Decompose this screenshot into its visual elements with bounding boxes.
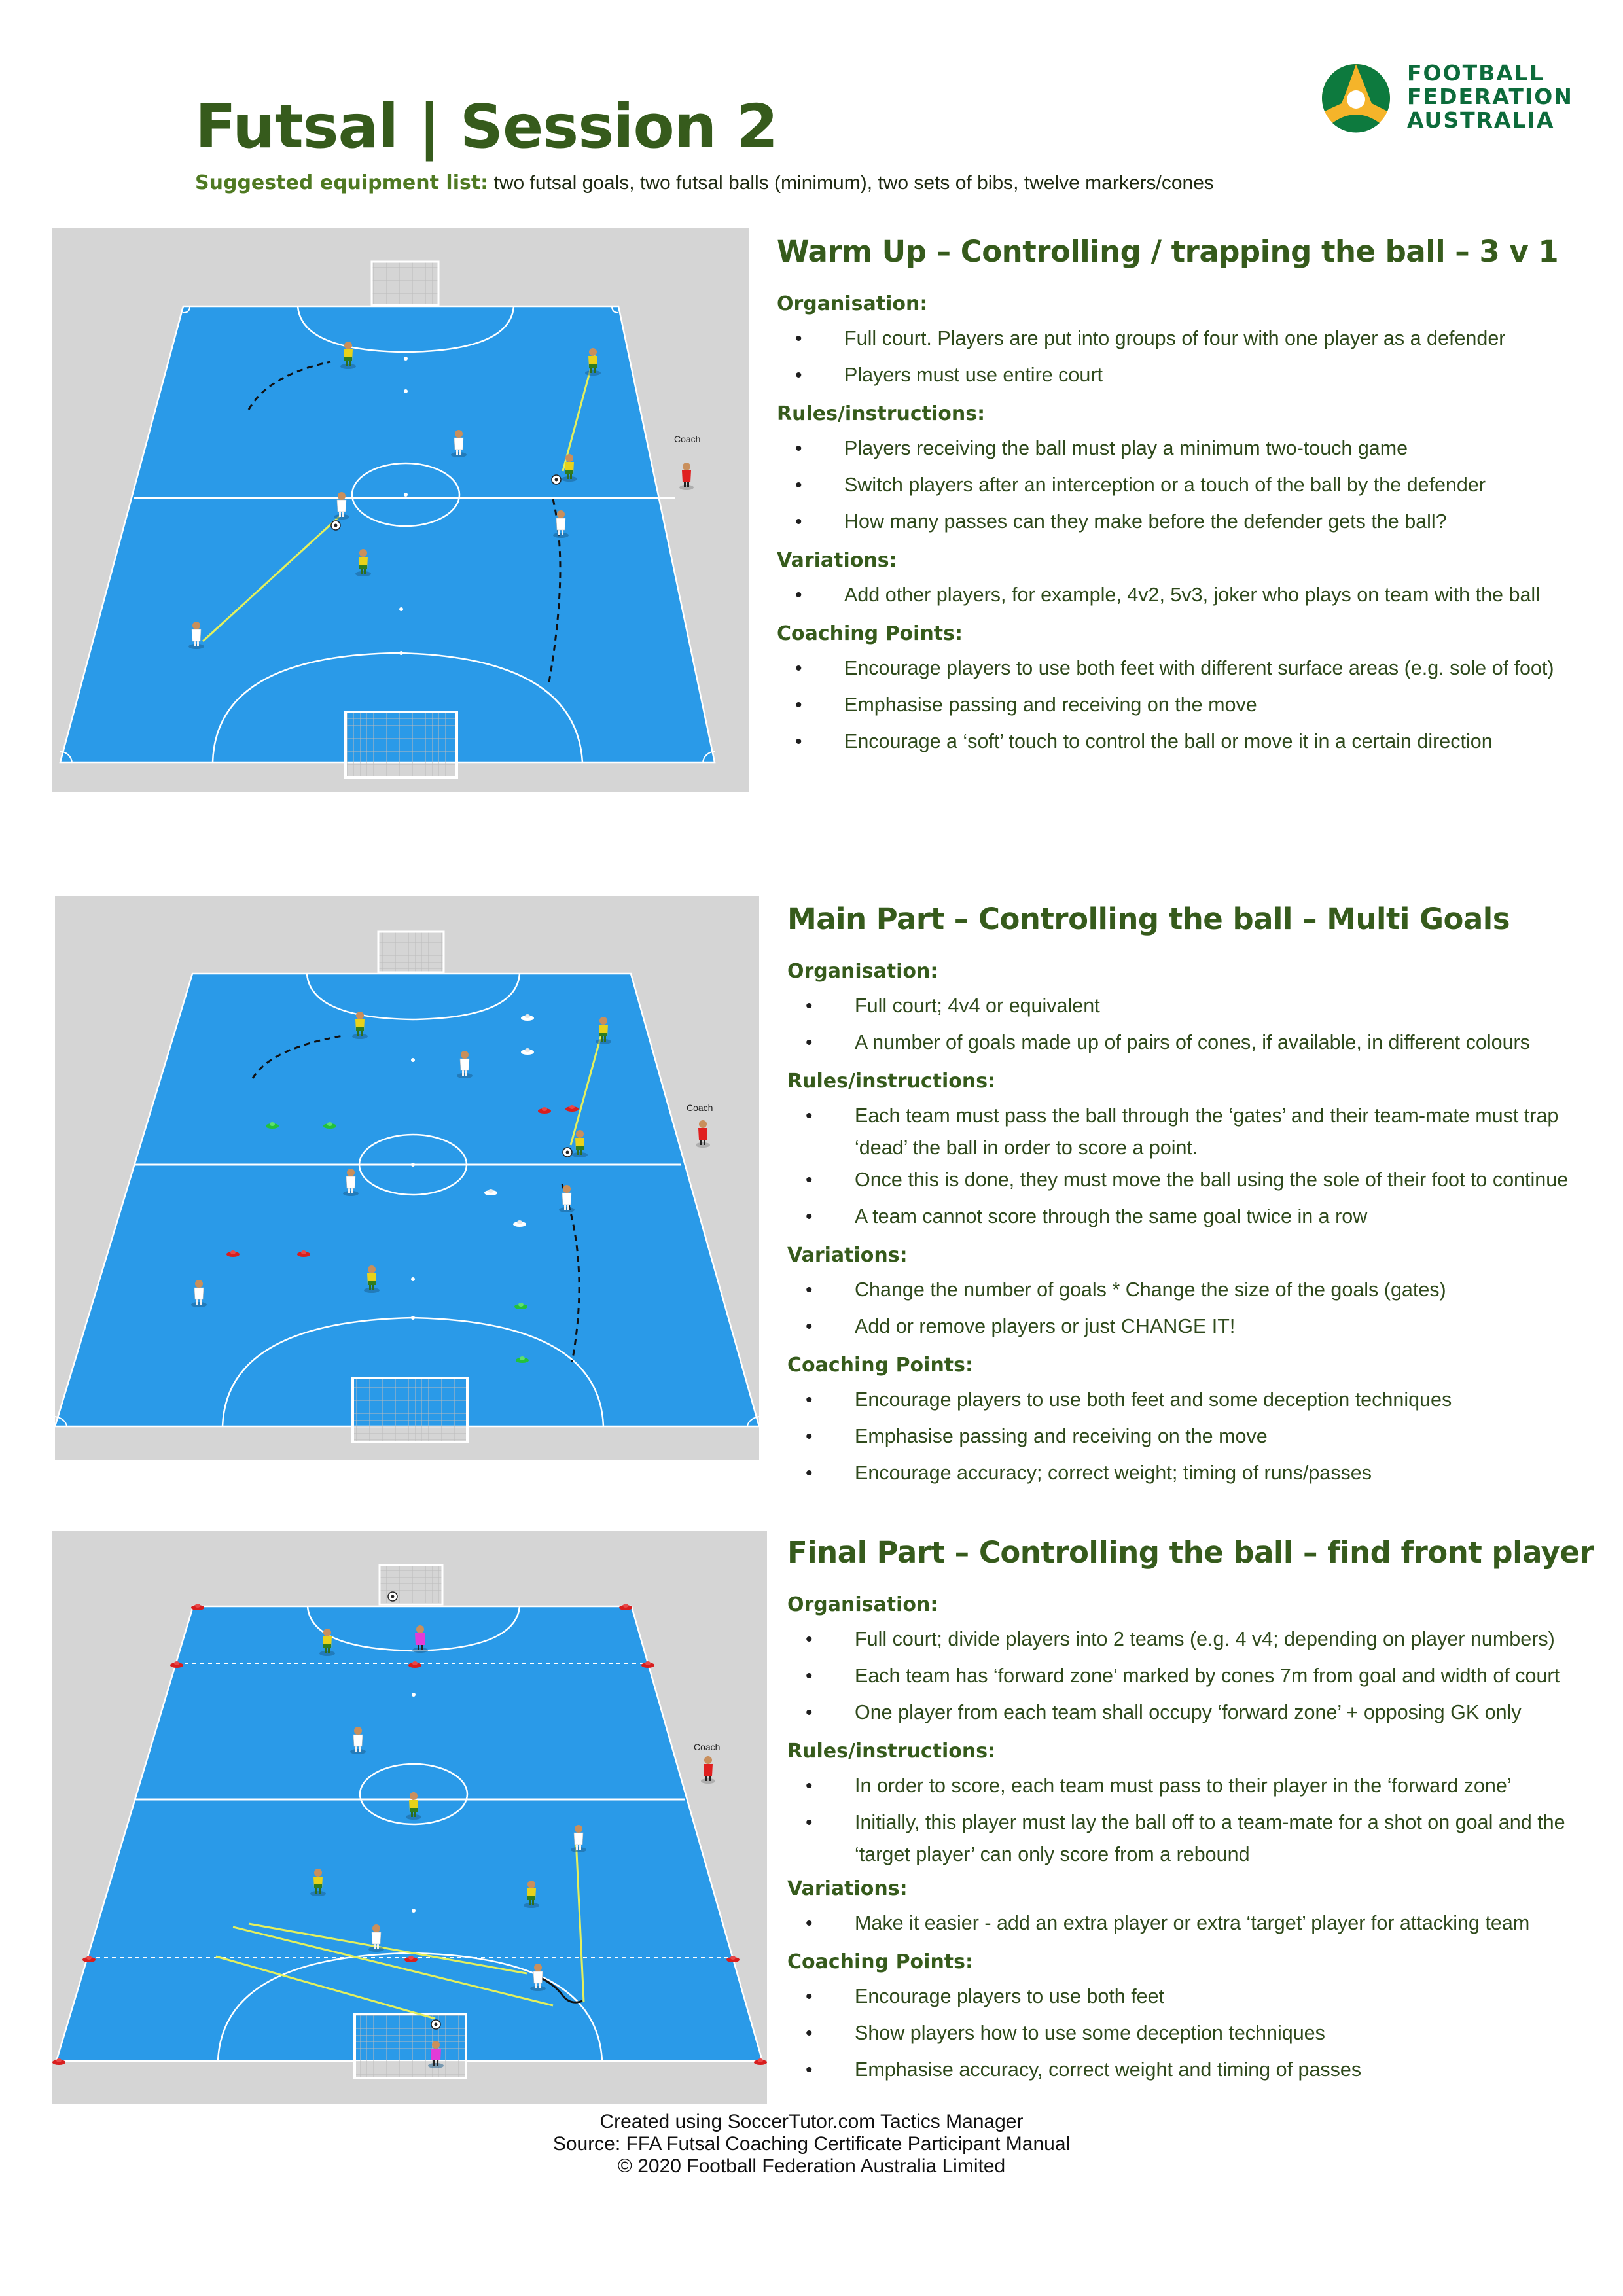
- list-item: Full court; 4v4 or equivalent: [787, 990, 1599, 1027]
- list-item: Once this is done, they must move the ba…: [787, 1164, 1599, 1201]
- bullet-list: Make it easier - add an extra player or …: [787, 1907, 1599, 1944]
- list-item: Encourage players to use both feet and s…: [787, 1384, 1599, 1421]
- list-item: A number of goals made up of pairs of co…: [787, 1027, 1599, 1063]
- ball: [387, 1591, 398, 1602]
- bottom-goal: [344, 711, 458, 779]
- group-label: Organisation:: [787, 1593, 938, 1616]
- ffa-logo: FOOTBALL FEDERATION AUSTRALIA: [1315, 58, 1577, 136]
- bullet-list: Full court. Players are put into groups …: [777, 323, 1588, 396]
- group-label: Variations:: [787, 1877, 908, 1900]
- equipment-label: Suggested equipment list:: [195, 171, 489, 194]
- list-item: Full court. Players are put into groups …: [777, 323, 1588, 359]
- logo-line-1: FOOTBALL: [1407, 60, 1544, 86]
- bullet-list: Encourage players to use both feet with …: [777, 652, 1588, 762]
- ffa-ball-logo-icon: [1322, 64, 1390, 133]
- list-item: Switch players after an interception or …: [777, 469, 1588, 506]
- coach-player: [679, 463, 694, 490]
- footer-line-1: Created using SoccerTutor.com Tactics Ma…: [599, 2111, 1024, 2132]
- court: [59, 305, 716, 764]
- list-item: Each team must pass the ball through the…: [787, 1100, 1599, 1164]
- bullet-list: In order to score, each team must pass t…: [787, 1770, 1599, 1871]
- ball: [562, 1147, 573, 1157]
- section-title: Main Part – Controlling the ball – Multi…: [787, 902, 1510, 936]
- movement-arrows: [215, 1838, 585, 2020]
- group-label: Coaching Points:: [777, 622, 963, 645]
- group-label: Coaching Points:: [787, 1951, 974, 1973]
- list-item: Encourage players to use both feet with …: [777, 652, 1588, 689]
- list-item: Make it easier - add an extra player or …: [787, 1907, 1599, 1944]
- logo-wordmark: FOOTBALL FEDERATION AUSTRALIA: [1407, 62, 1573, 132]
- list-item: How many passes can they make before the…: [777, 506, 1588, 542]
- bullet-list: Encourage players to use both feet Show …: [787, 1981, 1599, 2091]
- list-item: Players must use entire court: [777, 359, 1588, 396]
- group-label: Rules/instructions:: [787, 1070, 996, 1093]
- bullet-list: Add other players, for example, 4v2, 5v3…: [777, 579, 1588, 616]
- final-part-section: Final Part – Controlling the ball – find…: [787, 1535, 1599, 2091]
- list-item: Emphasise passing and receiving on the m…: [787, 1421, 1599, 1457]
- list-item: Full court; divide players into 2 teams …: [787, 1623, 1599, 1660]
- logo-line-3: AUSTRALIA: [1407, 107, 1555, 133]
- page-title: Futsal | Session 2: [195, 92, 778, 162]
- final-part-diagram: Coach: [52, 1531, 767, 2104]
- list-item: One player from each team shall occupy ‘…: [787, 1697, 1599, 1733]
- list-item: Add other players, for example, 4v2, 5v3…: [777, 579, 1588, 616]
- section-title: Final Part – Controlling the ball – find…: [787, 1535, 1594, 1570]
- list-item: Encourage accuracy; correct weight; timi…: [787, 1457, 1599, 1494]
- list-item: In order to score, each team must pass t…: [787, 1770, 1599, 1807]
- bullet-list: Encourage players to use both feet and s…: [787, 1384, 1599, 1494]
- coach-player: [701, 1756, 715, 1784]
- cone-red: [191, 1604, 204, 1610]
- list-item: Show players how to use some deception t…: [787, 2017, 1599, 2054]
- group-label: Rules/instructions:: [777, 402, 986, 425]
- footer-line-2: Source: FFA Futsal Coaching Certificate …: [552, 2133, 1071, 2155]
- bullet-list: Full court; divide players into 2 teams …: [787, 1623, 1599, 1733]
- list-item: Emphasise accuracy, correct weight and t…: [787, 2054, 1599, 2091]
- group-label: Organisation:: [787, 960, 938, 983]
- court: [55, 972, 759, 1428]
- footer: Created using SoccerTutor.com Tactics Ma…: [0, 2111, 1623, 2178]
- bottom-goal: [353, 2013, 467, 2079]
- coach-label: Coach: [694, 1742, 720, 1752]
- group-label: Variations:: [787, 1244, 908, 1267]
- list-item: Add or remove players or just CHANGE IT!: [787, 1311, 1599, 1347]
- court: [55, 1605, 764, 2062]
- group-label: Organisation:: [777, 292, 928, 315]
- main-part-section: Main Part – Controlling the ball – Multi…: [787, 902, 1599, 1494]
- coach-label: Coach: [674, 434, 700, 444]
- cone-red: [619, 1604, 632, 1610]
- list-item: A team cannot score through the same goa…: [787, 1201, 1599, 1237]
- footer-line-3: © 2020 Football Federation Australia Lim…: [617, 2155, 1006, 2177]
- ball: [330, 520, 341, 531]
- bottom-goal: [351, 1377, 469, 1443]
- list-item: Emphasise passing and receiving on the m…: [777, 689, 1588, 726]
- top-goal: [377, 930, 445, 974]
- coach-player: [696, 1120, 710, 1148]
- group-label: Coaching Points:: [787, 1354, 974, 1377]
- top-goal: [370, 260, 440, 306]
- logo-line-2: FEDERATION: [1407, 84, 1573, 109]
- main-part-diagram: Coach: [55, 896, 759, 1460]
- bullet-list: Each team must pass the ball through the…: [787, 1100, 1599, 1237]
- bullet-list: Change the number of goals * Change the …: [787, 1274, 1599, 1347]
- bullet-list: Full court; 4v4 or equivalent A number o…: [787, 990, 1599, 1063]
- list-item: Players receiving the ball must play a m…: [777, 433, 1588, 469]
- group-label: Variations:: [777, 549, 897, 572]
- group-label: Rules/instructions:: [787, 1740, 996, 1763]
- bullet-list: Players receiving the ball must play a m…: [777, 433, 1588, 542]
- ball: [431, 2019, 441, 2030]
- list-item: Initially, this player must lay the ball…: [787, 1807, 1599, 1871]
- list-item: Change the number of goals * Change the …: [787, 1274, 1599, 1311]
- warmup-section: Warm Up – Controlling / trapping the bal…: [777, 234, 1588, 762]
- list-item: Each team has ‘forward zone’ marked by c…: [787, 1660, 1599, 1697]
- equipment-text: two futsal goals, two futsal balls (mini…: [488, 172, 1214, 194]
- list-item: Encourage a ‘soft’ touch to control the …: [777, 726, 1588, 762]
- ball: [551, 474, 562, 485]
- coach-label: Coach: [687, 1103, 713, 1113]
- equipment-list: Suggested equipment list: two futsal goa…: [195, 171, 1214, 194]
- warmup-diagram: Coach: [52, 228, 749, 792]
- section-title: Warm Up – Controlling / trapping the bal…: [777, 234, 1559, 269]
- list-item: Encourage players to use both feet: [787, 1981, 1599, 2017]
